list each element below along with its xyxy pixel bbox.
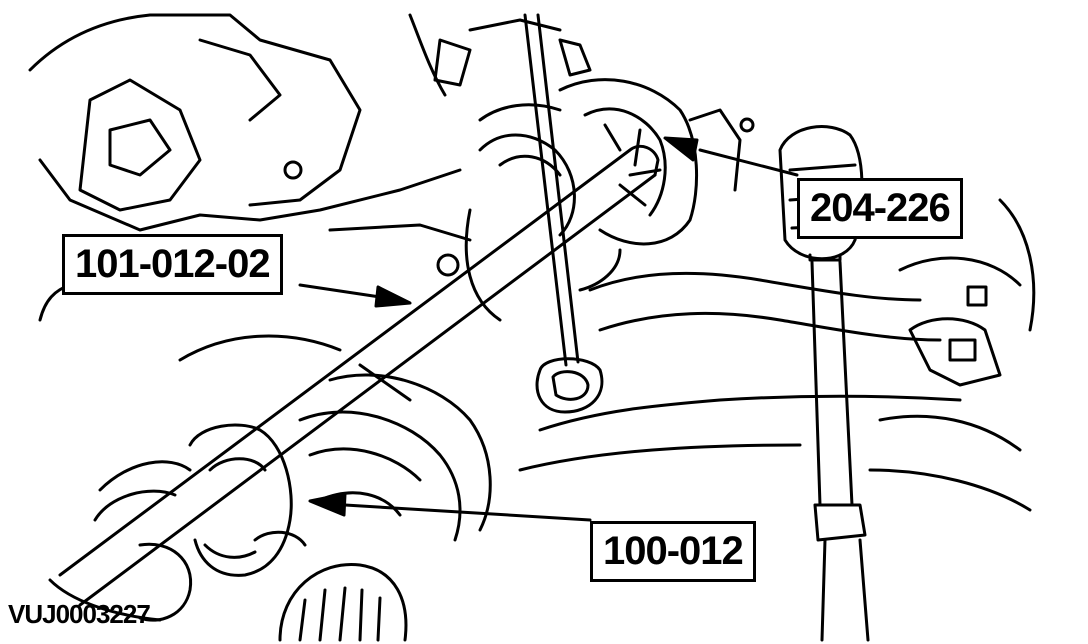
engine-bay-outline <box>28 13 472 322</box>
hoses-and-brackets <box>408 13 592 122</box>
control-arm <box>518 248 1032 512</box>
splined-shaft <box>253 530 408 642</box>
callout-100-012: 100-012 <box>590 521 756 582</box>
callout-204-226: 204-226 <box>797 178 963 239</box>
tool-204-226-rod <box>778 125 870 642</box>
leader-100-012 <box>343 503 592 522</box>
figure-reference-code: VUJ0003227 <box>8 599 151 629</box>
ball-joint-stud <box>898 198 1036 387</box>
leader-204-226 <box>698 148 799 177</box>
callout-101-012-02: 101-012-02 <box>62 234 283 295</box>
cv-joint-boot <box>48 373 492 622</box>
arrowhead-101-012-02 <box>374 285 412 308</box>
arrowhead-100-012 <box>308 492 347 517</box>
leader-arrows <box>298 136 799 522</box>
arrowhead-204-226 <box>663 136 699 162</box>
tool-101-012-02-shaft <box>58 144 660 607</box>
tool-100-012-rod <box>523 13 604 414</box>
leader-101-012-02 <box>298 283 382 299</box>
